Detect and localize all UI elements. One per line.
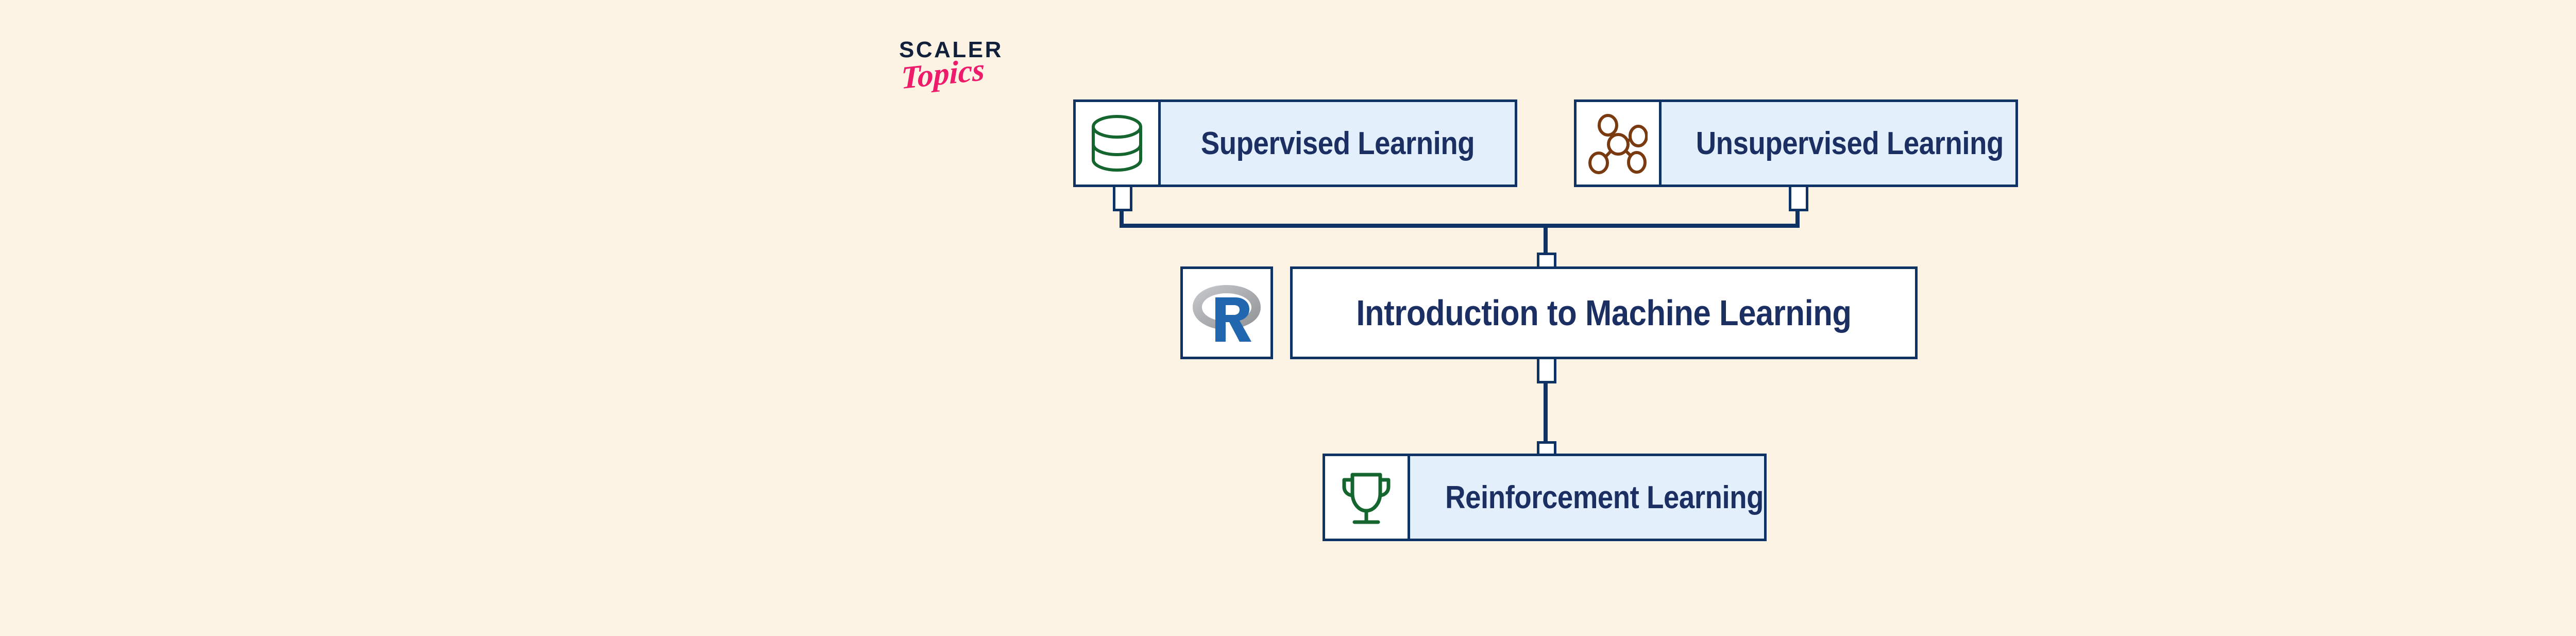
connector-line-unsupervised-vertical	[1795, 210, 1800, 228]
connector-line-root-top-vertical	[1544, 224, 1548, 256]
connector-bus-horizontal	[1120, 224, 1800, 228]
connector-stub-unsupervised	[1789, 185, 1808, 211]
node-introduction-to-machine-learning[interactable]: Introduction to Machine Learning	[1290, 266, 1918, 359]
node-label-unsupervised-learning: Unsupervised Learning	[1696, 125, 2004, 161]
cluster-network-icon	[1577, 102, 1662, 185]
node-supervised-learning[interactable]: Supervised Learning	[1073, 99, 1517, 187]
node-label-supervised-learning: Supervised Learning	[1200, 125, 1475, 161]
connector-line-supervised-vertical	[1120, 210, 1124, 228]
node-label-reinforcement-learning: Reinforcement Learning	[1445, 479, 1764, 515]
database-stack-icon	[1076, 102, 1161, 185]
logo-wordmark-scaler: SCALER	[899, 37, 1003, 62]
r-language-logo-icon	[1183, 269, 1270, 357]
trophy-icon	[1325, 456, 1410, 539]
node-reinforcement-learning[interactable]: Reinforcement Learning	[1323, 454, 1767, 541]
scaler-topics-logo: SCALER Topics	[899, 39, 1033, 106]
connector-stub-supervised	[1113, 185, 1132, 211]
node-label-introduction-to-machine-learning: Introduction to Machine Learning	[1356, 293, 1852, 333]
node-unsupervised-learning[interactable]: Unsupervised Learning	[1574, 99, 2018, 187]
connector-stub-root-bottom	[1537, 357, 1556, 383]
node-r-logo-box[interactable]	[1180, 266, 1273, 359]
connector-line-reinforcement-vertical	[1544, 382, 1548, 443]
